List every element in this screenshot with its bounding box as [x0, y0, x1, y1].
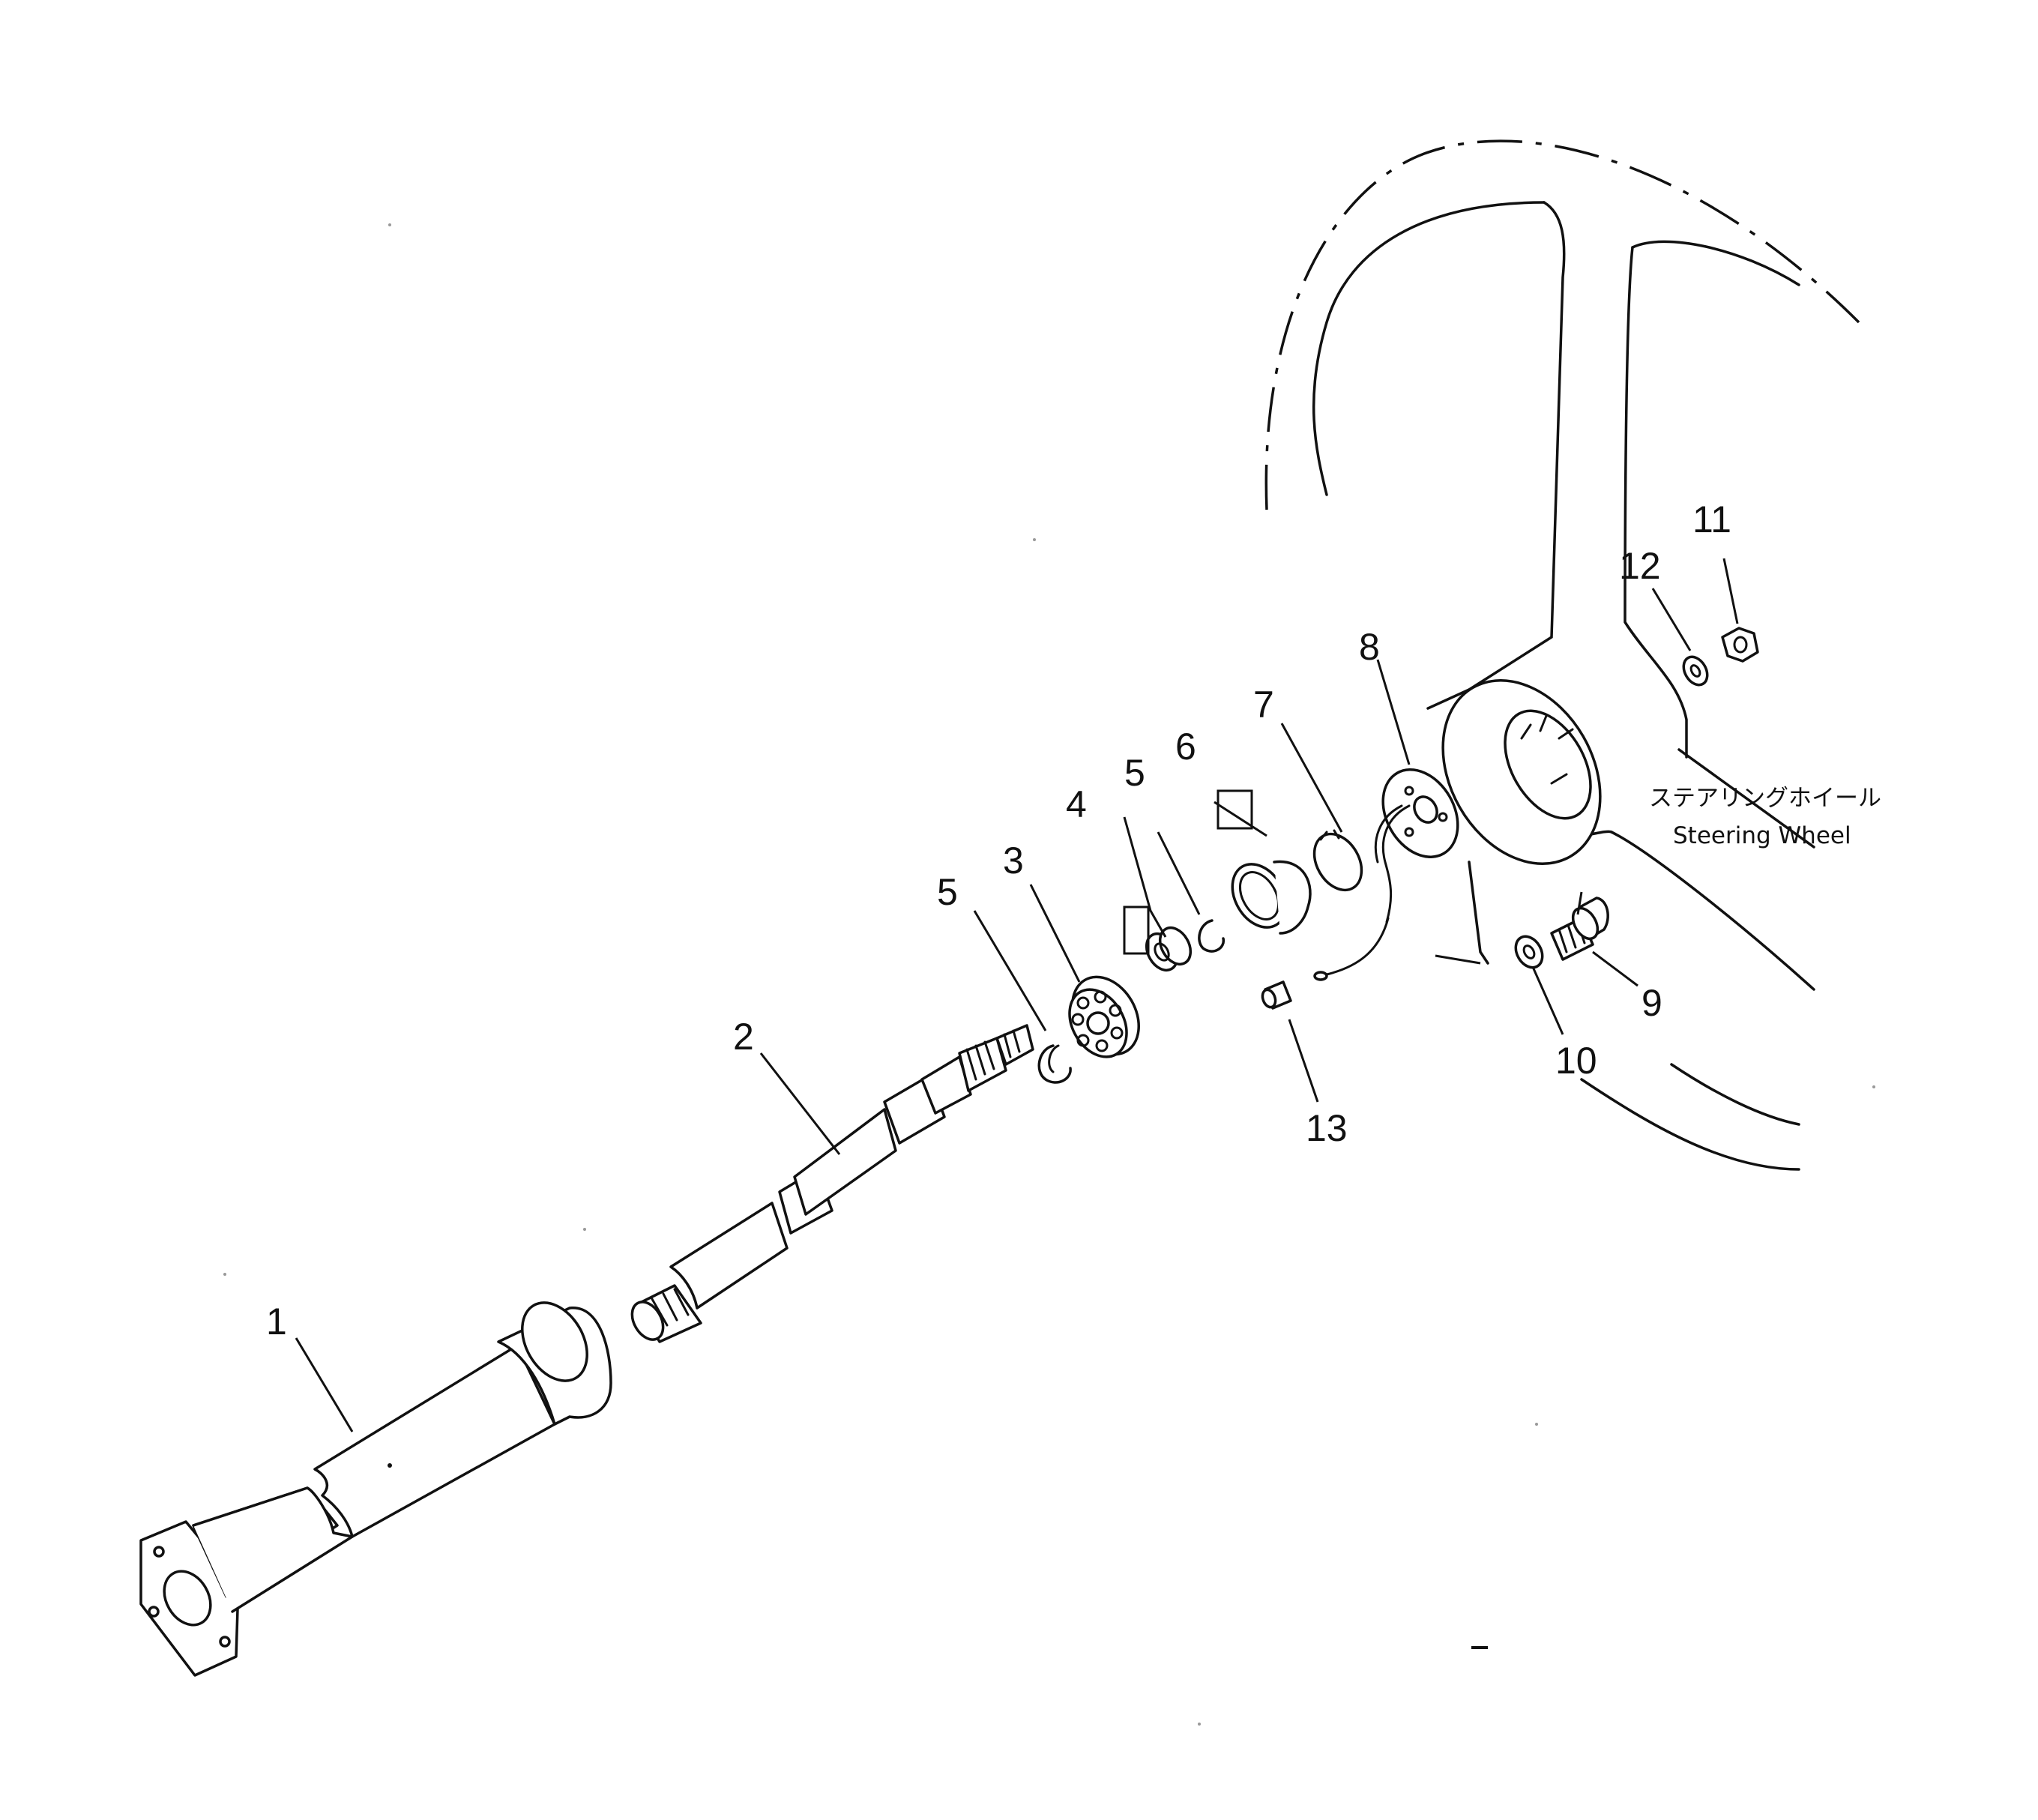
steering-shaft: [630, 1024, 1034, 1343]
terminal-sleeve-13: [1261, 980, 1292, 1010]
callout-6: 6: [1175, 726, 1196, 768]
callout-7: 7: [1253, 684, 1274, 726]
callout-10: 10: [1555, 1040, 1597, 1082]
stray-mark: [1471, 1646, 1488, 1649]
bolt-9: [1550, 897, 1609, 961]
callout-4: 4: [1066, 783, 1087, 825]
washer-10: [1514, 935, 1544, 969]
washers-4: [1145, 926, 1193, 971]
bearing: [1068, 975, 1140, 1058]
callout-labels: 1 2 3 4 5 5 6 7 8 9 10 11 12 13: [266, 498, 1731, 1343]
steering-wheel-caption: ステアリングホイール Steering Wheel: [1649, 785, 1881, 849]
contact-plate-8: [1313, 768, 1459, 981]
scan-specks: [223, 223, 1875, 1726]
seal-rings-6: [1231, 860, 1312, 935]
callout-5a: 5: [937, 871, 958, 913]
nut-11: [1721, 627, 1759, 663]
callout-3: 3: [1003, 840, 1024, 882]
callout-2: 2: [733, 1016, 754, 1058]
leader-lines: [295, 558, 1739, 1432]
snap-ring-5b: [1198, 919, 1225, 953]
snap-ring-5a: [1037, 1044, 1072, 1084]
wheel-label-english: Steering Wheel: [1673, 822, 1851, 849]
callout-9: 9: [1641, 982, 1662, 1024]
callout-5b: 5: [1124, 752, 1145, 794]
steering-wheel: [1264, 139, 1860, 1171]
callout-1: 1: [266, 1301, 287, 1343]
washer-12: [1682, 655, 1709, 687]
callout-13: 13: [1306, 1107, 1348, 1149]
callout-11: 11: [1692, 498, 1731, 540]
column-tube: [139, 1301, 612, 1677]
callout-12: 12: [1619, 545, 1661, 587]
callout-8: 8: [1359, 626, 1380, 668]
circlip-7: [1312, 829, 1363, 892]
wheel-label-japanese: ステアリングホイール: [1649, 785, 1881, 812]
